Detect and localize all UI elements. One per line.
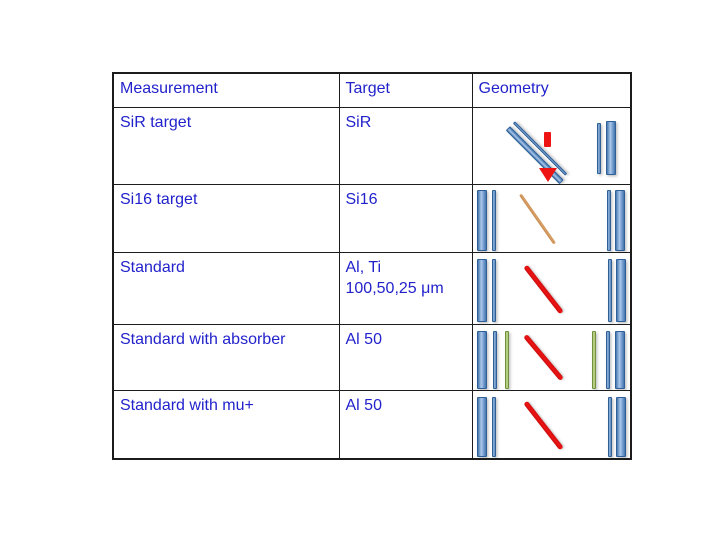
blue-bar-thick bbox=[615, 396, 626, 457]
geometry-cell bbox=[471, 389, 632, 460]
blue-bar-thick bbox=[476, 189, 487, 251]
blue-bar-thick bbox=[476, 258, 487, 322]
table-row-standard-with-mu: Standard with mu+ Al 50 bbox=[112, 389, 632, 460]
table-header-row: Measurement Target Geometry bbox=[112, 72, 632, 108]
tan-beam-line bbox=[518, 193, 556, 244]
red-beam-line bbox=[522, 400, 564, 450]
green-bar-thin bbox=[504, 330, 509, 389]
header-geometry: Geometry bbox=[471, 72, 632, 108]
blue-bar-thin bbox=[607, 258, 612, 322]
green-bar-thin bbox=[591, 330, 596, 389]
geometry-cell bbox=[471, 323, 632, 391]
target-cell: Al, Ti 100,50,25 μm bbox=[338, 251, 473, 325]
geometry-cell bbox=[471, 183, 632, 253]
blue-bar-thin bbox=[605, 330, 610, 389]
target-cell: Si16 bbox=[338, 183, 473, 253]
header-target: Target bbox=[338, 72, 473, 108]
table-row-si16-target: Si16 target Si16 bbox=[112, 183, 632, 253]
target-cell: SiR bbox=[338, 106, 473, 185]
blue-bar-thin bbox=[491, 258, 496, 322]
geometry-si16 bbox=[473, 185, 630, 251]
arrow-head bbox=[538, 167, 557, 182]
geometry-cell bbox=[471, 106, 632, 185]
blue-bar-thin bbox=[596, 122, 601, 174]
geometry-standard-mu bbox=[473, 391, 630, 458]
blue-bar-thick bbox=[614, 189, 625, 251]
measurement-cell: Standard with mu+ bbox=[112, 389, 340, 460]
measurement-table: Measurement Target Geometry SiR target S… bbox=[112, 72, 632, 460]
geometry-cell bbox=[471, 251, 632, 325]
header-measurement: Measurement bbox=[112, 72, 340, 108]
red-arrow-down-icon bbox=[538, 111, 557, 184]
geometry-sir bbox=[473, 108, 630, 184]
arrow-stem bbox=[544, 131, 551, 147]
blue-bar-thick bbox=[605, 120, 616, 175]
measurement-cell: Standard bbox=[112, 251, 340, 325]
blue-bar-thick bbox=[614, 330, 625, 389]
blue-bar-thin bbox=[492, 330, 497, 389]
tilted-target-bars bbox=[505, 120, 567, 183]
blue-bar-thin bbox=[606, 189, 611, 251]
target-cell: Al 50 bbox=[338, 323, 473, 391]
blue-bar-thick bbox=[476, 396, 487, 457]
blue-bar-thin bbox=[491, 396, 496, 457]
table-row-standard-with-absorber: Standard with absorber Al 50 bbox=[112, 323, 632, 391]
target-cell: Al 50 bbox=[338, 389, 473, 460]
geometry-standard-absorber bbox=[473, 325, 630, 389]
blue-bar-thin bbox=[491, 189, 496, 251]
blue-bar-thick bbox=[615, 258, 626, 322]
table-row-sir-target: SiR target SiR bbox=[112, 106, 632, 185]
table-row-standard: Standard Al, Ti 100,50,25 μm bbox=[112, 251, 632, 325]
geometry-standard bbox=[473, 253, 630, 323]
measurement-cell: Si16 target bbox=[112, 183, 340, 253]
measurement-cell: Standard with absorber bbox=[112, 323, 340, 391]
red-beam-line bbox=[522, 333, 564, 381]
red-beam-line bbox=[522, 264, 564, 314]
blue-bar-thin bbox=[607, 396, 612, 457]
measurement-cell: SiR target bbox=[112, 106, 340, 185]
blue-bar-thick bbox=[476, 330, 487, 389]
